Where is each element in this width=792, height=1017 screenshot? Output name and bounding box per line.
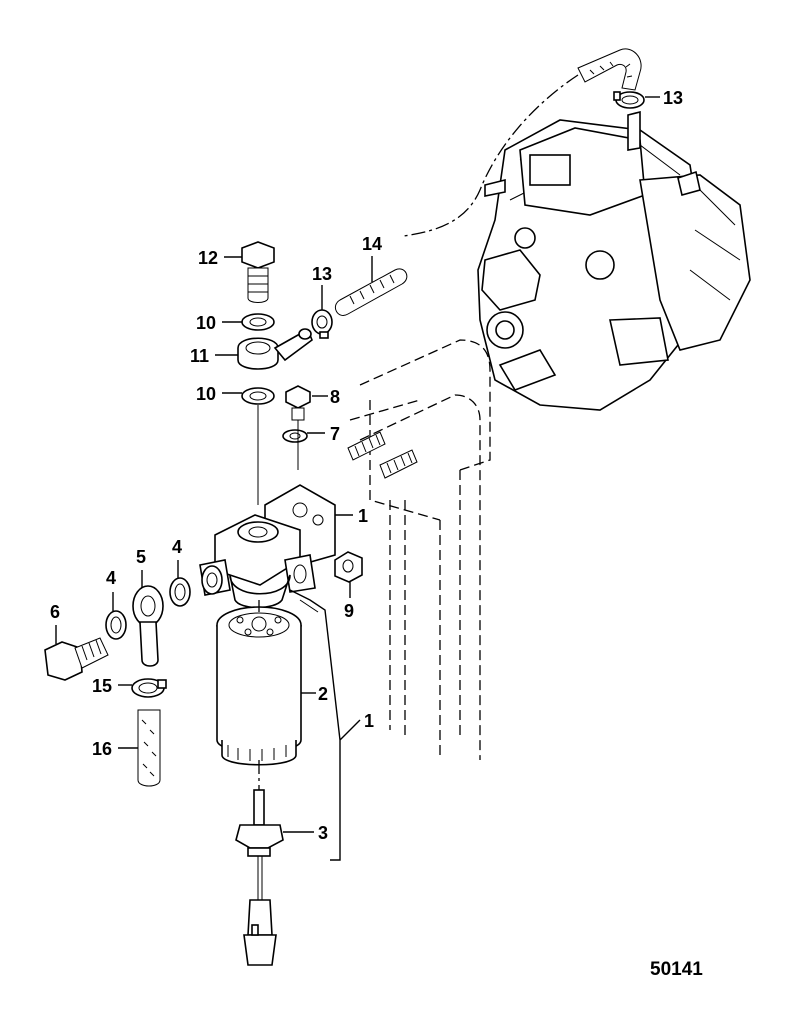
callout-6: 6 [50, 602, 60, 622]
filter-head [199, 484, 336, 609]
hose-clamp-13-mid [311, 309, 333, 339]
fuel-hose-16 [137, 709, 161, 787]
callout-11: 11 [190, 346, 209, 366]
bolt-8 [285, 385, 311, 421]
hose-clamp-15 [131, 678, 167, 698]
filter-cartridge [216, 606, 302, 766]
mounting-bracket-outline [349, 339, 491, 760]
callout-3: 3 [318, 823, 328, 843]
sealing-washer-10-lower [241, 387, 275, 405]
water-drain-valve [235, 789, 284, 966]
hose-routing-line [403, 74, 579, 237]
group-bracket-1 [289, 589, 361, 861]
nut-9 [334, 551, 363, 583]
figure-id: 50141 [650, 959, 703, 980]
callout-7: 7 [330, 424, 340, 444]
callout-12: 12 [198, 248, 218, 268]
callout-16: 16 [92, 739, 112, 759]
callout-8: 8 [330, 387, 340, 407]
callout-1-lower: 1 [364, 711, 374, 731]
fuel-hose-14 [335, 268, 408, 316]
callout-10-lower: 10 [196, 384, 216, 404]
bracket-studs [347, 431, 418, 479]
callout-10-upper: 10 [196, 313, 216, 333]
sealing-washer-10-upper [241, 313, 275, 331]
hose-clamp-top [613, 91, 645, 109]
banjo-bolt-6 [44, 637, 109, 681]
banjo-fitting-5 [132, 585, 164, 667]
callout-13-top: 13 [663, 88, 683, 108]
banjo-bolt-12 [241, 241, 275, 303]
injection-pump-drawing [477, 110, 751, 411]
sealing-washer-4-right [169, 577, 191, 607]
callout-13-mid: 13 [312, 264, 332, 284]
callout-9: 9 [344, 601, 354, 621]
callout-4-right: 4 [172, 537, 182, 557]
callout-2: 2 [318, 684, 328, 704]
callout-5: 5 [136, 547, 146, 567]
callout-4-left: 4 [106, 568, 116, 588]
sealing-washer-4-left [105, 610, 127, 640]
callout-15: 15 [92, 676, 112, 696]
callout-1-upper: 1 [358, 506, 368, 526]
banjo-fitting-11 [237, 328, 313, 370]
washer-7 [282, 429, 308, 443]
upper-fuel-hose [577, 48, 642, 91]
bracket-tick [299, 599, 319, 613]
callout-14: 14 [362, 234, 382, 254]
